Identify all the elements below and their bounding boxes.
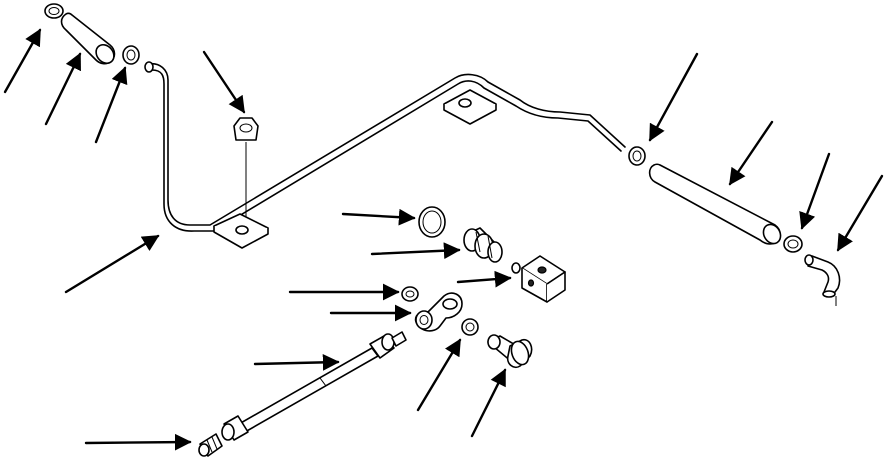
- callout-arrow: [836, 174, 884, 252]
- upper-left-o-ring: [122, 45, 140, 65]
- callout-arrow: [370, 242, 461, 260]
- adapter-fitting: [463, 227, 503, 263]
- right-clamp-ring: [783, 235, 803, 253]
- callout-arrow: [202, 50, 246, 114]
- hydraulic-tube: [144, 61, 626, 232]
- hose-end-fitting: [198, 331, 407, 457]
- callout-arrow: [341, 208, 416, 226]
- banjo-bolt: [487, 334, 533, 369]
- callout-arrow: [84, 433, 192, 451]
- lower-washer: [461, 318, 479, 336]
- callout-arrow: [253, 353, 340, 371]
- tee-block: [511, 255, 566, 303]
- right-o-ring: [628, 146, 646, 166]
- tube-end-left: [144, 61, 154, 73]
- callout-arrow: [470, 368, 507, 438]
- callout-arrow: [799, 152, 831, 230]
- callout-arrow: [3, 28, 42, 94]
- callout-arrows: [3, 28, 884, 451]
- mounting-bracket-center: [443, 89, 497, 125]
- mounting-bracket-left: [213, 213, 269, 249]
- callout-arrow: [728, 120, 774, 186]
- banjo-fitting: [414, 292, 463, 332]
- mounting-nut: [233, 117, 259, 228]
- large-o-ring: [418, 206, 446, 238]
- flexible-hose: [231, 347, 379, 437]
- upper-left-sleeve: [60, 12, 116, 65]
- elbow-fitting: [804, 254, 841, 298]
- callout-arrow: [64, 234, 160, 294]
- callout-arrow: [416, 338, 462, 412]
- callout-arrow: [44, 52, 82, 126]
- small-washer: [401, 286, 419, 302]
- callout-arrow: [94, 66, 128, 144]
- callout-arrow: [456, 270, 512, 288]
- upper-left-clamp-ring: [44, 3, 64, 19]
- right-sleeve: [648, 163, 782, 245]
- callout-arrow: [648, 52, 699, 142]
